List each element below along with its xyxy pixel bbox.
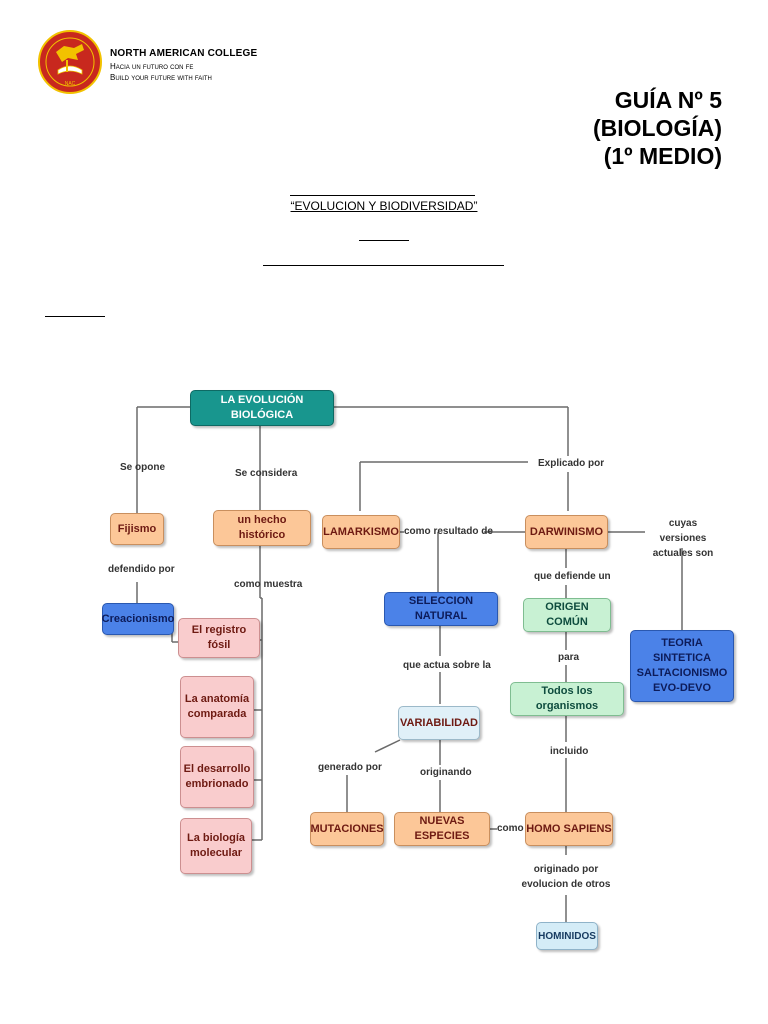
link-como-muestra: como muestra — [234, 579, 303, 590]
node-homo-sapiens: HOMO SAPIENS — [525, 812, 613, 846]
node-origen-comun: ORIGEN COMÚN — [523, 598, 611, 632]
node-hecho-historico: un hecho histórico — [213, 510, 311, 546]
node-evolucion-biologica: LA EVOLUCIÓN BIOLÓGICA — [190, 390, 334, 426]
node-lamarkismo: LAMARKISMO — [322, 515, 400, 549]
link-originado-por: originado por evolucion de otros — [521, 864, 611, 890]
link-se-opone: Se opone — [120, 462, 166, 473]
link-para: para — [558, 652, 580, 663]
link-generado-por: generado por — [318, 762, 382, 773]
node-nuevas-especies: NUEVAS ESPECIES — [394, 812, 490, 846]
school-name: NORTH AMERICAN COLLEGE — [110, 48, 258, 59]
link-se-considera: Se considera — [235, 468, 298, 479]
node-creacionismo: Creacionismo — [102, 603, 174, 635]
link-defendido-por: defendido por — [108, 564, 175, 575]
motto-english: Build your future with faith — [110, 73, 212, 82]
guide-title-line3: (1º MEDIO) — [603, 143, 722, 169]
node-biologia-molecular: La biología molecular — [180, 818, 252, 874]
link-como-resultado-de: como resultado de — [404, 526, 493, 537]
connector-lines — [136, 406, 683, 922]
link-que-defiende-un: que defiende un — [534, 571, 611, 582]
link-cuyas-versiones: cuyas versiones actuales son — [652, 518, 714, 559]
node-anatomia-comparada: La anatomía comparada — [180, 676, 254, 738]
node-fijismo: Fijismo — [110, 513, 164, 545]
blank-line — [45, 316, 105, 317]
link-incluido: incluido — [550, 746, 589, 757]
guide-title-line1: GUÍA Nº 5 — [614, 87, 722, 113]
node-registro-fosil: El registro fósil — [178, 618, 260, 658]
link-que-actua-sobre: que actua sobre la — [403, 660, 491, 671]
node-mutaciones: MUTACIONES — [310, 812, 384, 846]
concept-map: LA EVOLUCIÓN BIOLÓGICA Se opone Se consi… — [100, 380, 740, 960]
blank-line — [359, 240, 409, 241]
blank-line — [290, 195, 475, 196]
node-todos-los-organismos: Todos los organismos — [510, 682, 624, 716]
link-originando: originando — [420, 767, 472, 778]
subject-title: “EVOLUCION Y BIODIVERSIDAD” — [290, 199, 478, 213]
link-explicado-por: Explicado por — [538, 458, 605, 469]
motto-spanish: Hacia un futuro con fe — [110, 62, 194, 71]
node-variabilidad: VARIABILIDAD — [398, 706, 480, 740]
node-seleccion-natural: SELECCION NATURAL — [384, 592, 498, 626]
logo-text: NAC — [65, 81, 76, 87]
college-logo: NAC — [38, 30, 102, 94]
node-teoria-sintetica: TEORIA SINTETICA SALTACIONISMO EVO-DEVO — [630, 630, 734, 702]
node-darwinismo: DARWINISMO — [525, 515, 608, 549]
node-hominidos: HOMINIDOS — [536, 922, 598, 950]
node-desarrollo-embrionado: El desarrollo embrionado — [180, 746, 254, 808]
guide-title-line2: (BIOLOGÍA) — [592, 115, 722, 141]
link-como: como — [497, 823, 524, 834]
blank-line — [263, 265, 504, 266]
